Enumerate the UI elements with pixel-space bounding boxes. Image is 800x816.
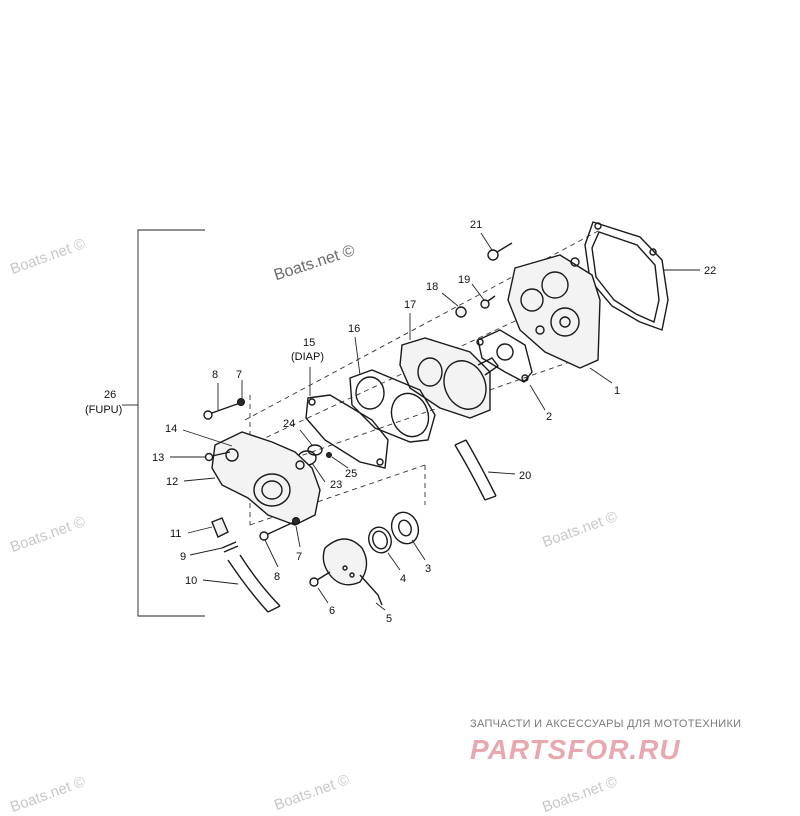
label-20: 20 <box>519 470 531 482</box>
cap-5 <box>322 538 383 606</box>
pin-25 <box>326 452 332 458</box>
footer-caption: ЗАПЧАСТИ И АКСЕССУАРЫ ДЛЯ МОТОТЕХНИКИ <box>470 718 742 730</box>
label-8-lower: 8 <box>274 571 280 583</box>
pump-body-12 <box>211 431 321 526</box>
label-26: 26 <box>104 389 116 401</box>
label-15-sub: (DIAP) <box>291 351 324 363</box>
bolt-8-upper <box>203 402 241 420</box>
valve-disc-3 <box>390 511 420 545</box>
screw-19 <box>480 295 496 309</box>
label-26-sub: (FUPU) <box>85 404 122 416</box>
spring-24 <box>307 444 323 456</box>
pump-cover-1 <box>507 254 601 369</box>
footer-branding: ЗАПЧАСТИ И АКСЕССУАРЫ ДЛЯ МОТОТЕХНИКИ PA… <box>470 718 790 766</box>
label-3: 3 <box>425 563 431 575</box>
hose-20 <box>454 439 497 501</box>
fitting-11 <box>211 517 229 538</box>
label-7-lower: 7 <box>296 551 302 563</box>
label-14: 14 <box>165 423 177 435</box>
label-21: 21 <box>470 219 482 231</box>
nut-18 <box>455 306 467 318</box>
label-18: 18 <box>426 281 438 293</box>
label-25: 25 <box>345 468 357 480</box>
label-11: 11 <box>170 528 181 540</box>
leader-lines <box>170 232 700 611</box>
label-6: 6 <box>329 605 335 617</box>
screw-6 <box>309 571 331 587</box>
label-19: 19 <box>458 274 470 286</box>
hose-10 <box>227 554 281 613</box>
screw-21 <box>487 242 513 261</box>
brand-logo: PARTSFOR.RU <box>470 734 681 765</box>
label-15: 15 <box>303 337 315 349</box>
gasket-22 <box>584 221 669 331</box>
o-ring-4 <box>368 526 392 554</box>
label-1: 1 <box>614 385 620 397</box>
label-23: 23 <box>330 479 342 491</box>
part-labels: 1 2 3 4 5 6 7 7 8 8 9 10 11 12 13 14 15 … <box>85 219 716 625</box>
assembly-bracket <box>122 229 205 617</box>
label-22: 22 <box>704 265 716 277</box>
label-10: 10 <box>185 575 197 587</box>
label-4: 4 <box>400 573 406 585</box>
clip-9 <box>221 541 239 553</box>
label-24: 24 <box>283 418 295 430</box>
label-2: 2 <box>546 411 552 423</box>
label-9: 9 <box>180 551 186 563</box>
diaphragm-15 <box>305 394 389 469</box>
label-5: 5 <box>386 613 392 625</box>
label-16: 16 <box>348 323 360 335</box>
label-17: 17 <box>404 299 416 311</box>
bolt-8-lower <box>259 521 295 541</box>
label-12: 12 <box>166 476 178 488</box>
washer-7-lower <box>292 517 300 525</box>
label-13: 13 <box>152 452 164 464</box>
screw-13 <box>204 451 231 462</box>
valve-body-17 <box>399 337 499 419</box>
label-7-upper: 7 <box>236 369 242 381</box>
label-8-upper: 8 <box>212 369 218 381</box>
washer-7-upper <box>237 398 245 406</box>
